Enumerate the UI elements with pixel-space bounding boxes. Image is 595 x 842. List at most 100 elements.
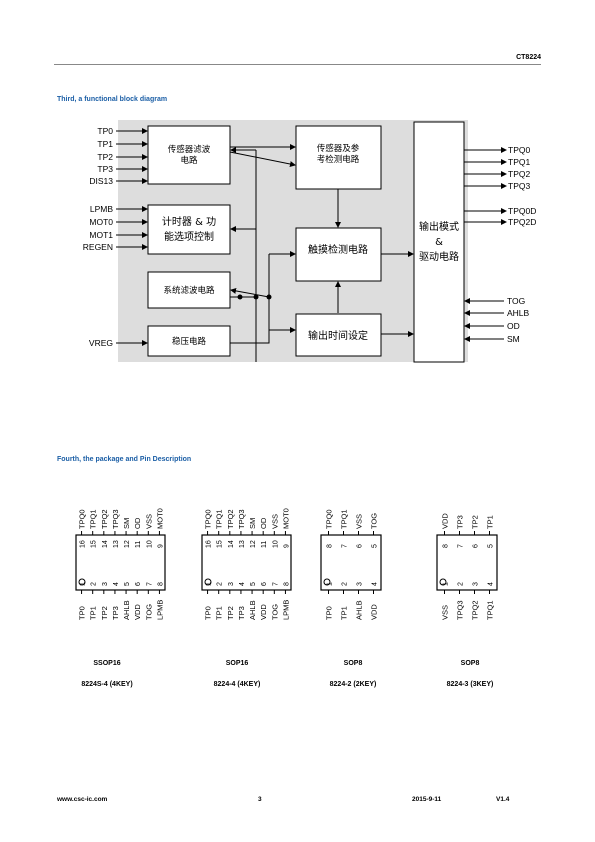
bottom-pin-number: 5 [124,582,131,586]
top-pin-name: TPQ1 [89,509,98,529]
package-type-sop8-2key: SOP8 [343,660,363,667]
top-pin-name: SM [122,518,131,529]
bottom-pin-name: VDD [133,604,142,620]
bottom-pin-number: 5 [250,582,257,586]
output-label-tpq0: TPQ0 [508,145,530,155]
top-pin-number: 13 [239,540,246,548]
top-pin-number: 9 [283,544,290,548]
bottom-pin-number: 6 [261,582,268,586]
input-label-mot1: MOT1 [89,230,113,240]
bottom-pin-number: 7 [146,582,153,586]
block-sensor-filter [147,125,231,185]
pin1-marker [439,578,447,586]
header-divider [54,64,541,65]
top-pin-name: TP1 [486,515,495,529]
bottom-pin-name: AHLB [355,600,364,620]
input-label-tog: TOG [507,296,525,306]
input-label-od: OD [507,321,520,331]
package-part-ssop16: 8224S-4 (4KEY) [81,681,133,688]
block-output-time-label: 输出时间设定 [308,329,368,342]
top-pin-number: 15 [91,540,98,548]
bottom-pin-number: 2 [91,582,98,586]
package-type-sop8-3key: SOP8 [460,660,480,667]
top-pin-name: TP3 [456,515,465,529]
bottom-pin-name: TP2 [100,606,109,620]
input-label-tp3: TP3 [97,164,113,174]
top-pin-name: TP2 [471,515,480,529]
block-timer-function [147,204,231,255]
block-sensor-filter-label: 传感器滤波电路 [168,144,211,166]
section-title-block-diagram: Third, a functional block diagram [57,96,168,103]
top-pin-number: 16 [80,540,87,548]
bottom-pin-number: 4 [113,582,120,586]
bottom-pin-name: LPMB [281,600,290,620]
top-pin-name: TPQ3 [237,509,246,529]
bottom-pin-number: 3 [473,582,480,586]
bottom-pin-name: TP0 [204,606,213,620]
top-pin-number: 6 [473,544,480,548]
input-label-tp0: TP0 [97,126,113,136]
block-timer-function-label: 计时器 & 功能选项控制 [162,215,216,243]
top-pin-name: TPQ2 [226,509,235,529]
block-reference-detect [295,125,382,190]
bottom-pin-name: TP3 [237,606,246,620]
bottom-pin-name: TPQ2 [471,600,480,620]
top-pin-number: 11 [135,541,142,548]
input-label-dis13: DIS13 [89,176,113,186]
bottom-pin-number: 2 [342,582,349,586]
bottom-pin-name: TOG [270,604,279,620]
block-system-filter [147,271,231,309]
top-pin-number: 10 [146,540,153,548]
bottom-pin-name: TP1 [215,606,224,620]
top-pin-name: TPQ0 [204,509,213,529]
package-0: TPQ0161TP0TPQ1152TP1TPQ2143TP2TPQ3134TP3… [75,508,166,620]
top-pin-number: 9 [157,544,164,548]
top-pin-number: 13 [113,540,120,548]
bottom-pin-number: 2 [217,582,224,586]
input-label-sm: SM [507,334,520,344]
bottom-pin-number: 2 [458,582,465,586]
footer-website: www.csc-ic.com [57,796,108,803]
package-body [201,534,292,591]
top-pin-name: MOT0 [281,508,290,529]
block-output-mode-label: 输出模式&驱动电路 [419,220,459,263]
block-reference-detect-label: 传感器及参考检测电路 [317,143,360,165]
top-pin-number: 8 [327,544,334,548]
bottom-pin-number: 4 [488,582,495,586]
package-part-sop8-3key: 8224-3 (3KEY) [446,681,494,688]
bottom-pin-name: TOG [144,604,153,620]
top-pin-name: TPQ3 [111,509,120,529]
top-pin-name: TPQ1 [340,509,349,529]
bottom-pin-number: 3 [357,582,364,586]
output-label-tpq2: TPQ2 [508,169,530,179]
top-pin-number: 14 [102,540,109,548]
top-pin-name: TPQ0 [325,509,334,529]
bottom-pin-number: 1 [206,582,213,586]
bottom-pin-name: TP1 [340,606,349,620]
bottom-pin-name: TP2 [226,606,235,620]
top-pin-name: SM [248,518,257,529]
bottom-pin-name: TPQ1 [486,600,495,620]
bottom-pin-number: 8 [157,582,164,586]
pin1-marker [78,578,86,586]
document-header-title: CT8224 [516,54,541,61]
top-pin-number: 8 [443,544,450,548]
top-pin-name: OD [259,517,268,529]
bottom-pin-name: TPQ3 [456,600,465,620]
bottom-pin-number: 1 [80,582,87,586]
right-output-labels: TPQ0 TPQ1 TPQ2 TPQ3 TPQ0D TPQ2D [508,145,536,227]
bottom-pin-number: 6 [135,582,142,586]
block-output-mode [413,121,465,363]
bottom-pin-number: 7 [272,582,279,586]
top-pin-name: VSS [355,514,364,529]
top-pin-name: OD [133,517,142,529]
input-label-mot0: MOT0 [89,217,113,227]
bottom-pin-number: 3 [228,582,235,586]
top-pin-name: TPQ0 [78,509,87,529]
pin1-marker [204,578,212,586]
pin1-marker [323,578,331,586]
package-type-ssop16: SSOP16 [93,660,121,667]
